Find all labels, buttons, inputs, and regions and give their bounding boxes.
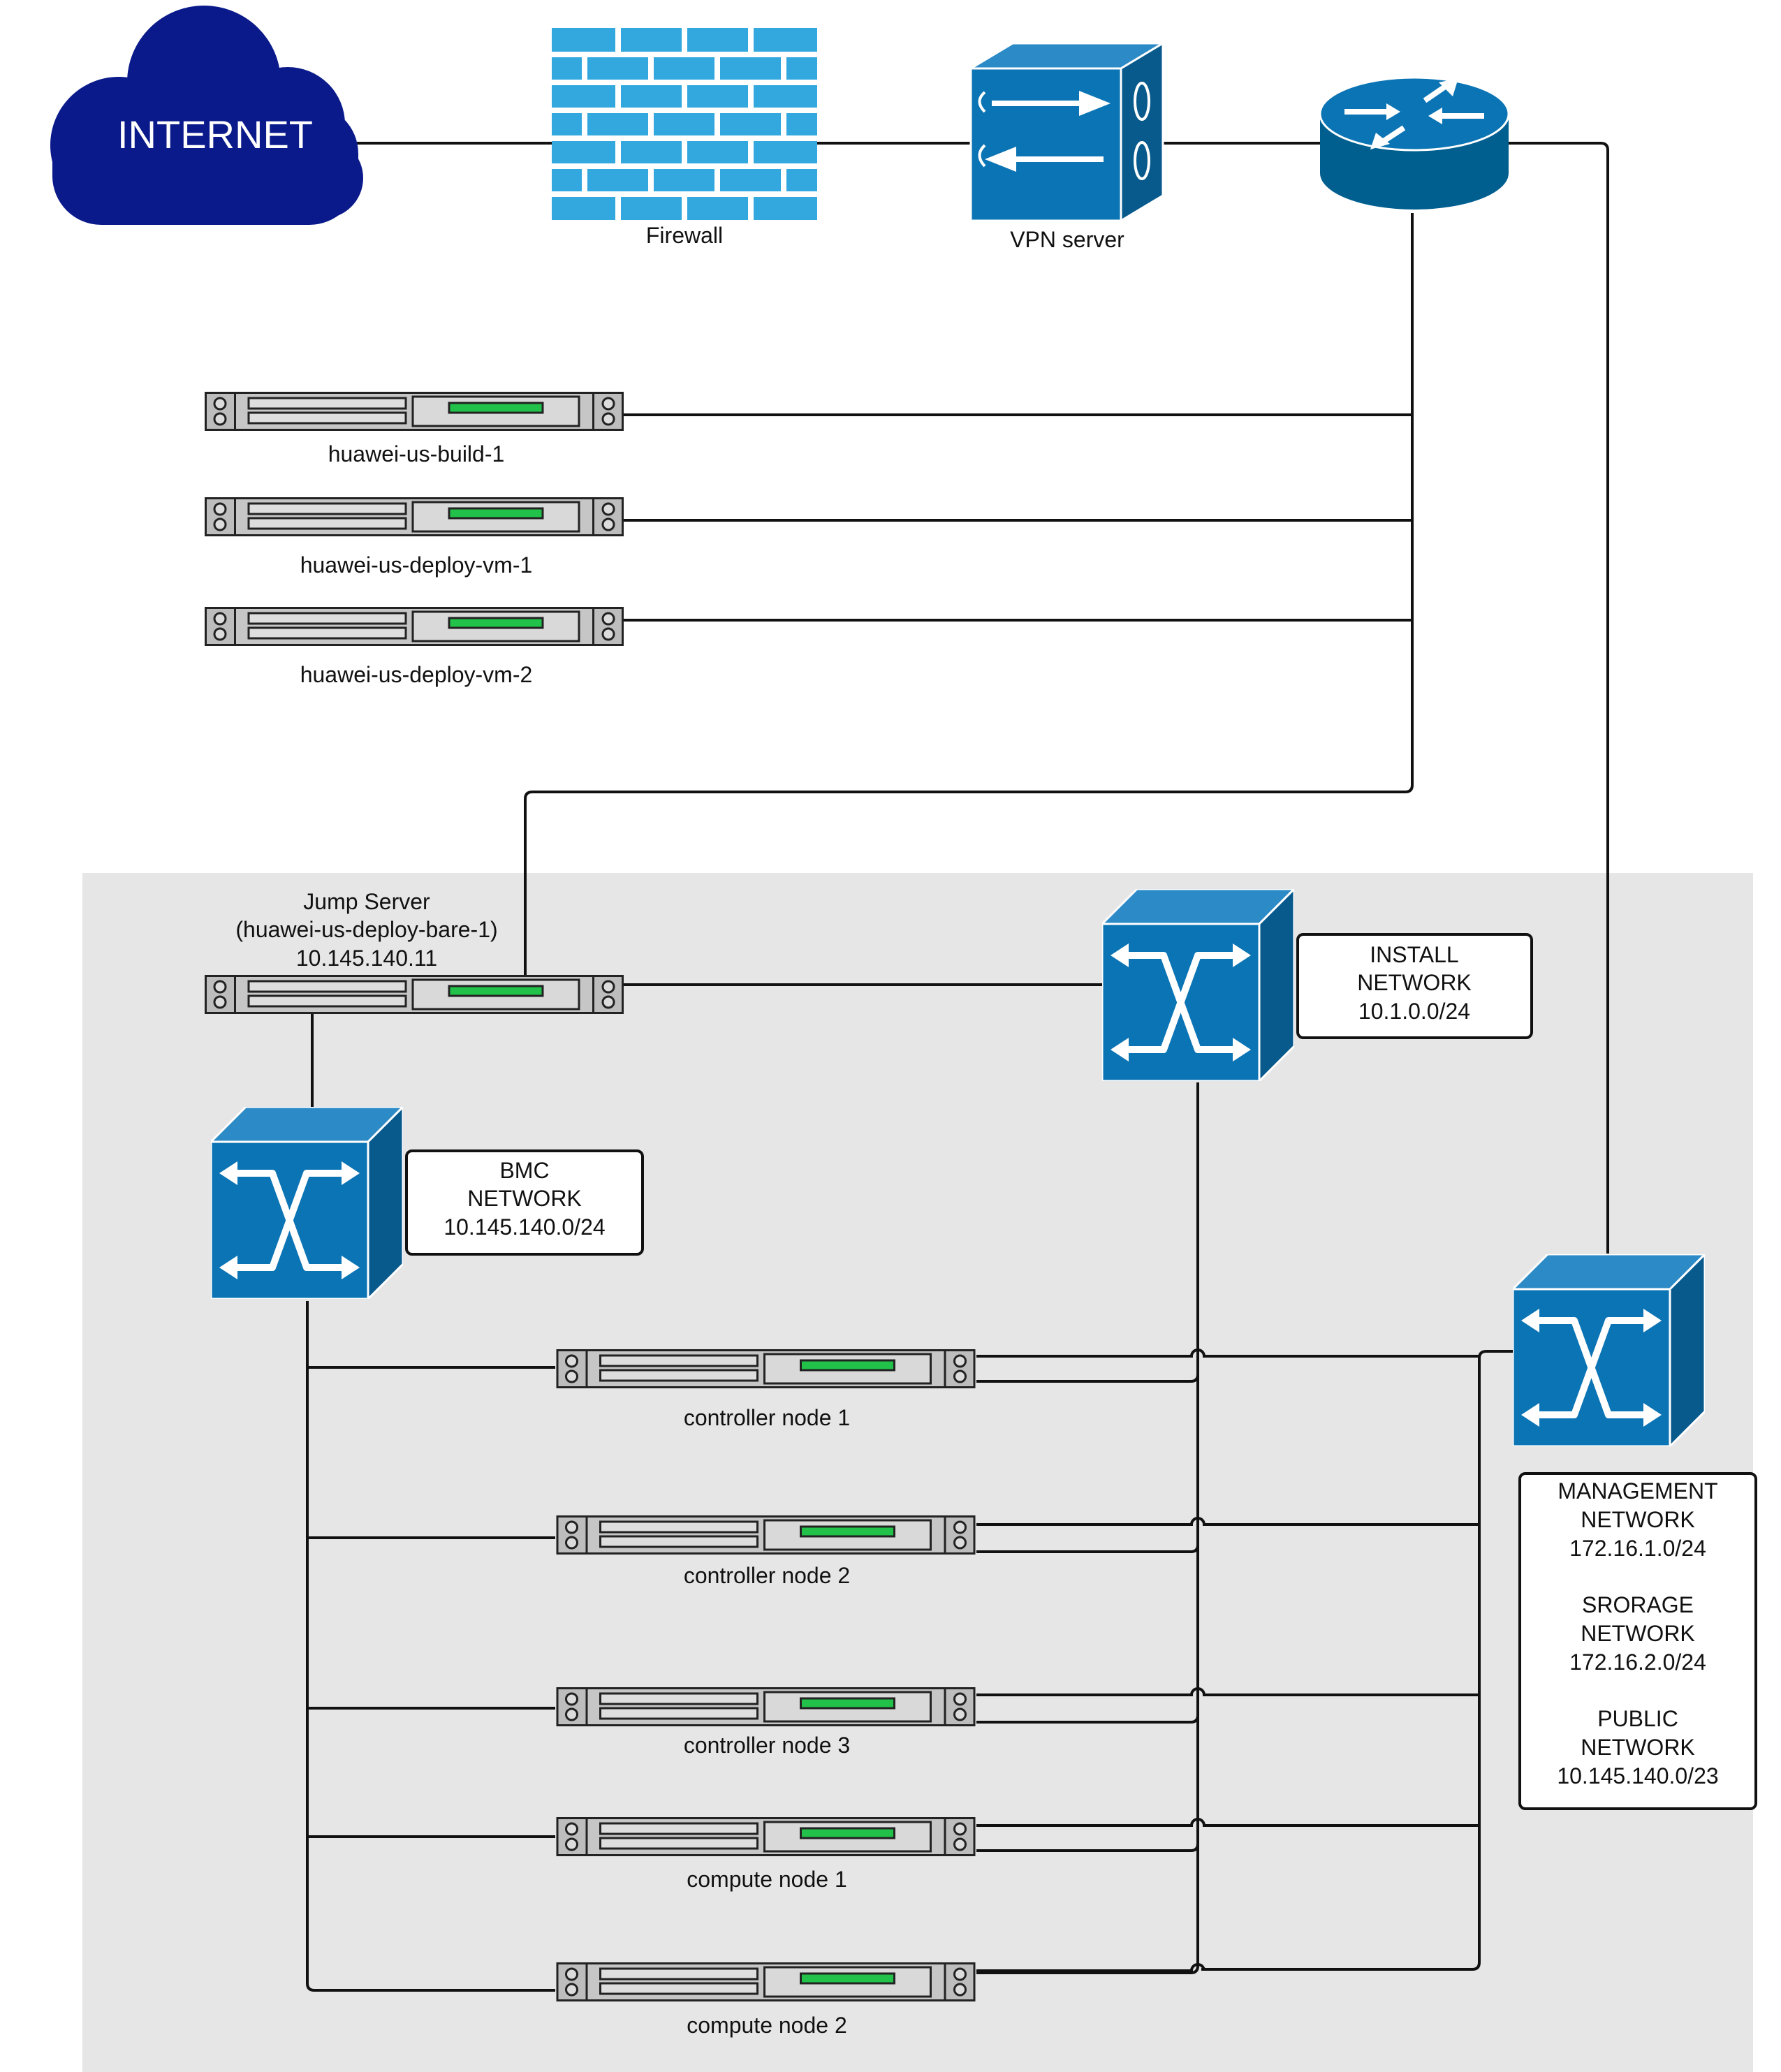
bmc-network-line1: BMC (499, 1158, 549, 1183)
server-deploy-vm-2-label: huawei-us-deploy-vm-2 (300, 662, 533, 687)
bmc-network-line2: NETWORK (467, 1186, 582, 1211)
vpn-server-label: VPN server (1010, 227, 1124, 252)
internet-cloud-icon (50, 6, 363, 225)
management-network-box (1518, 1472, 1757, 1810)
internet-label: INTERNET (117, 112, 313, 156)
controller-node-1-label: controller node 1 (684, 1405, 850, 1430)
install-network-line1: INSTALL (1370, 942, 1458, 967)
controller-node-2-label: controller node 2 (684, 1563, 850, 1588)
controller-node-3-label: controller node 3 (684, 1733, 850, 1758)
compute-node-2-label: compute node 2 (687, 2013, 847, 2038)
storage-network-line1: SRORAGE (1582, 1592, 1694, 1617)
public-network-line2: NETWORK (1581, 1735, 1695, 1760)
jump-server-title: Jump Server (303, 889, 430, 914)
compute-node-1-label: compute node 1 (687, 1867, 847, 1892)
storage-network-line2: NETWORK (1581, 1621, 1695, 1646)
jump-server-ip: 10.145.140.11 (296, 946, 437, 971)
firewall-icon (552, 28, 817, 220)
install-network-line3: 10.1.0.0/24 (1358, 999, 1470, 1024)
management-network-line1: MANAGEMENT (1558, 1478, 1717, 1504)
public-network-line3: 10.145.140.0/23 (1557, 1763, 1718, 1788)
management-network-line3: 172.16.1.0/24 (1569, 1536, 1706, 1561)
public-network-line1: PUBLIC (1597, 1706, 1678, 1731)
bmc-network-line3: 10.145.140.0/24 (444, 1214, 605, 1240)
datacenter-zone (82, 873, 1753, 2072)
install-network-box (1296, 933, 1533, 1039)
connection-lines (306, 142, 1609, 1992)
jump-server-hostname: (huawei-us-deploy-bare-1) (235, 917, 497, 942)
server-build-1-label: huawei-us-build-1 (328, 441, 505, 466)
vpn-server-icon (967, 41, 1167, 223)
bmc-network-box (405, 1149, 644, 1256)
install-network-line2: NETWORK (1357, 970, 1472, 995)
server-deploy-vm-1-label: huawei-us-deploy-vm-1 (300, 552, 533, 578)
firewall-label: Firewall (646, 223, 723, 248)
management-network-line2: NETWORK (1581, 1507, 1695, 1532)
storage-network-line3: 172.16.2.0/24 (1569, 1649, 1706, 1675)
router-icon (1319, 76, 1510, 210)
